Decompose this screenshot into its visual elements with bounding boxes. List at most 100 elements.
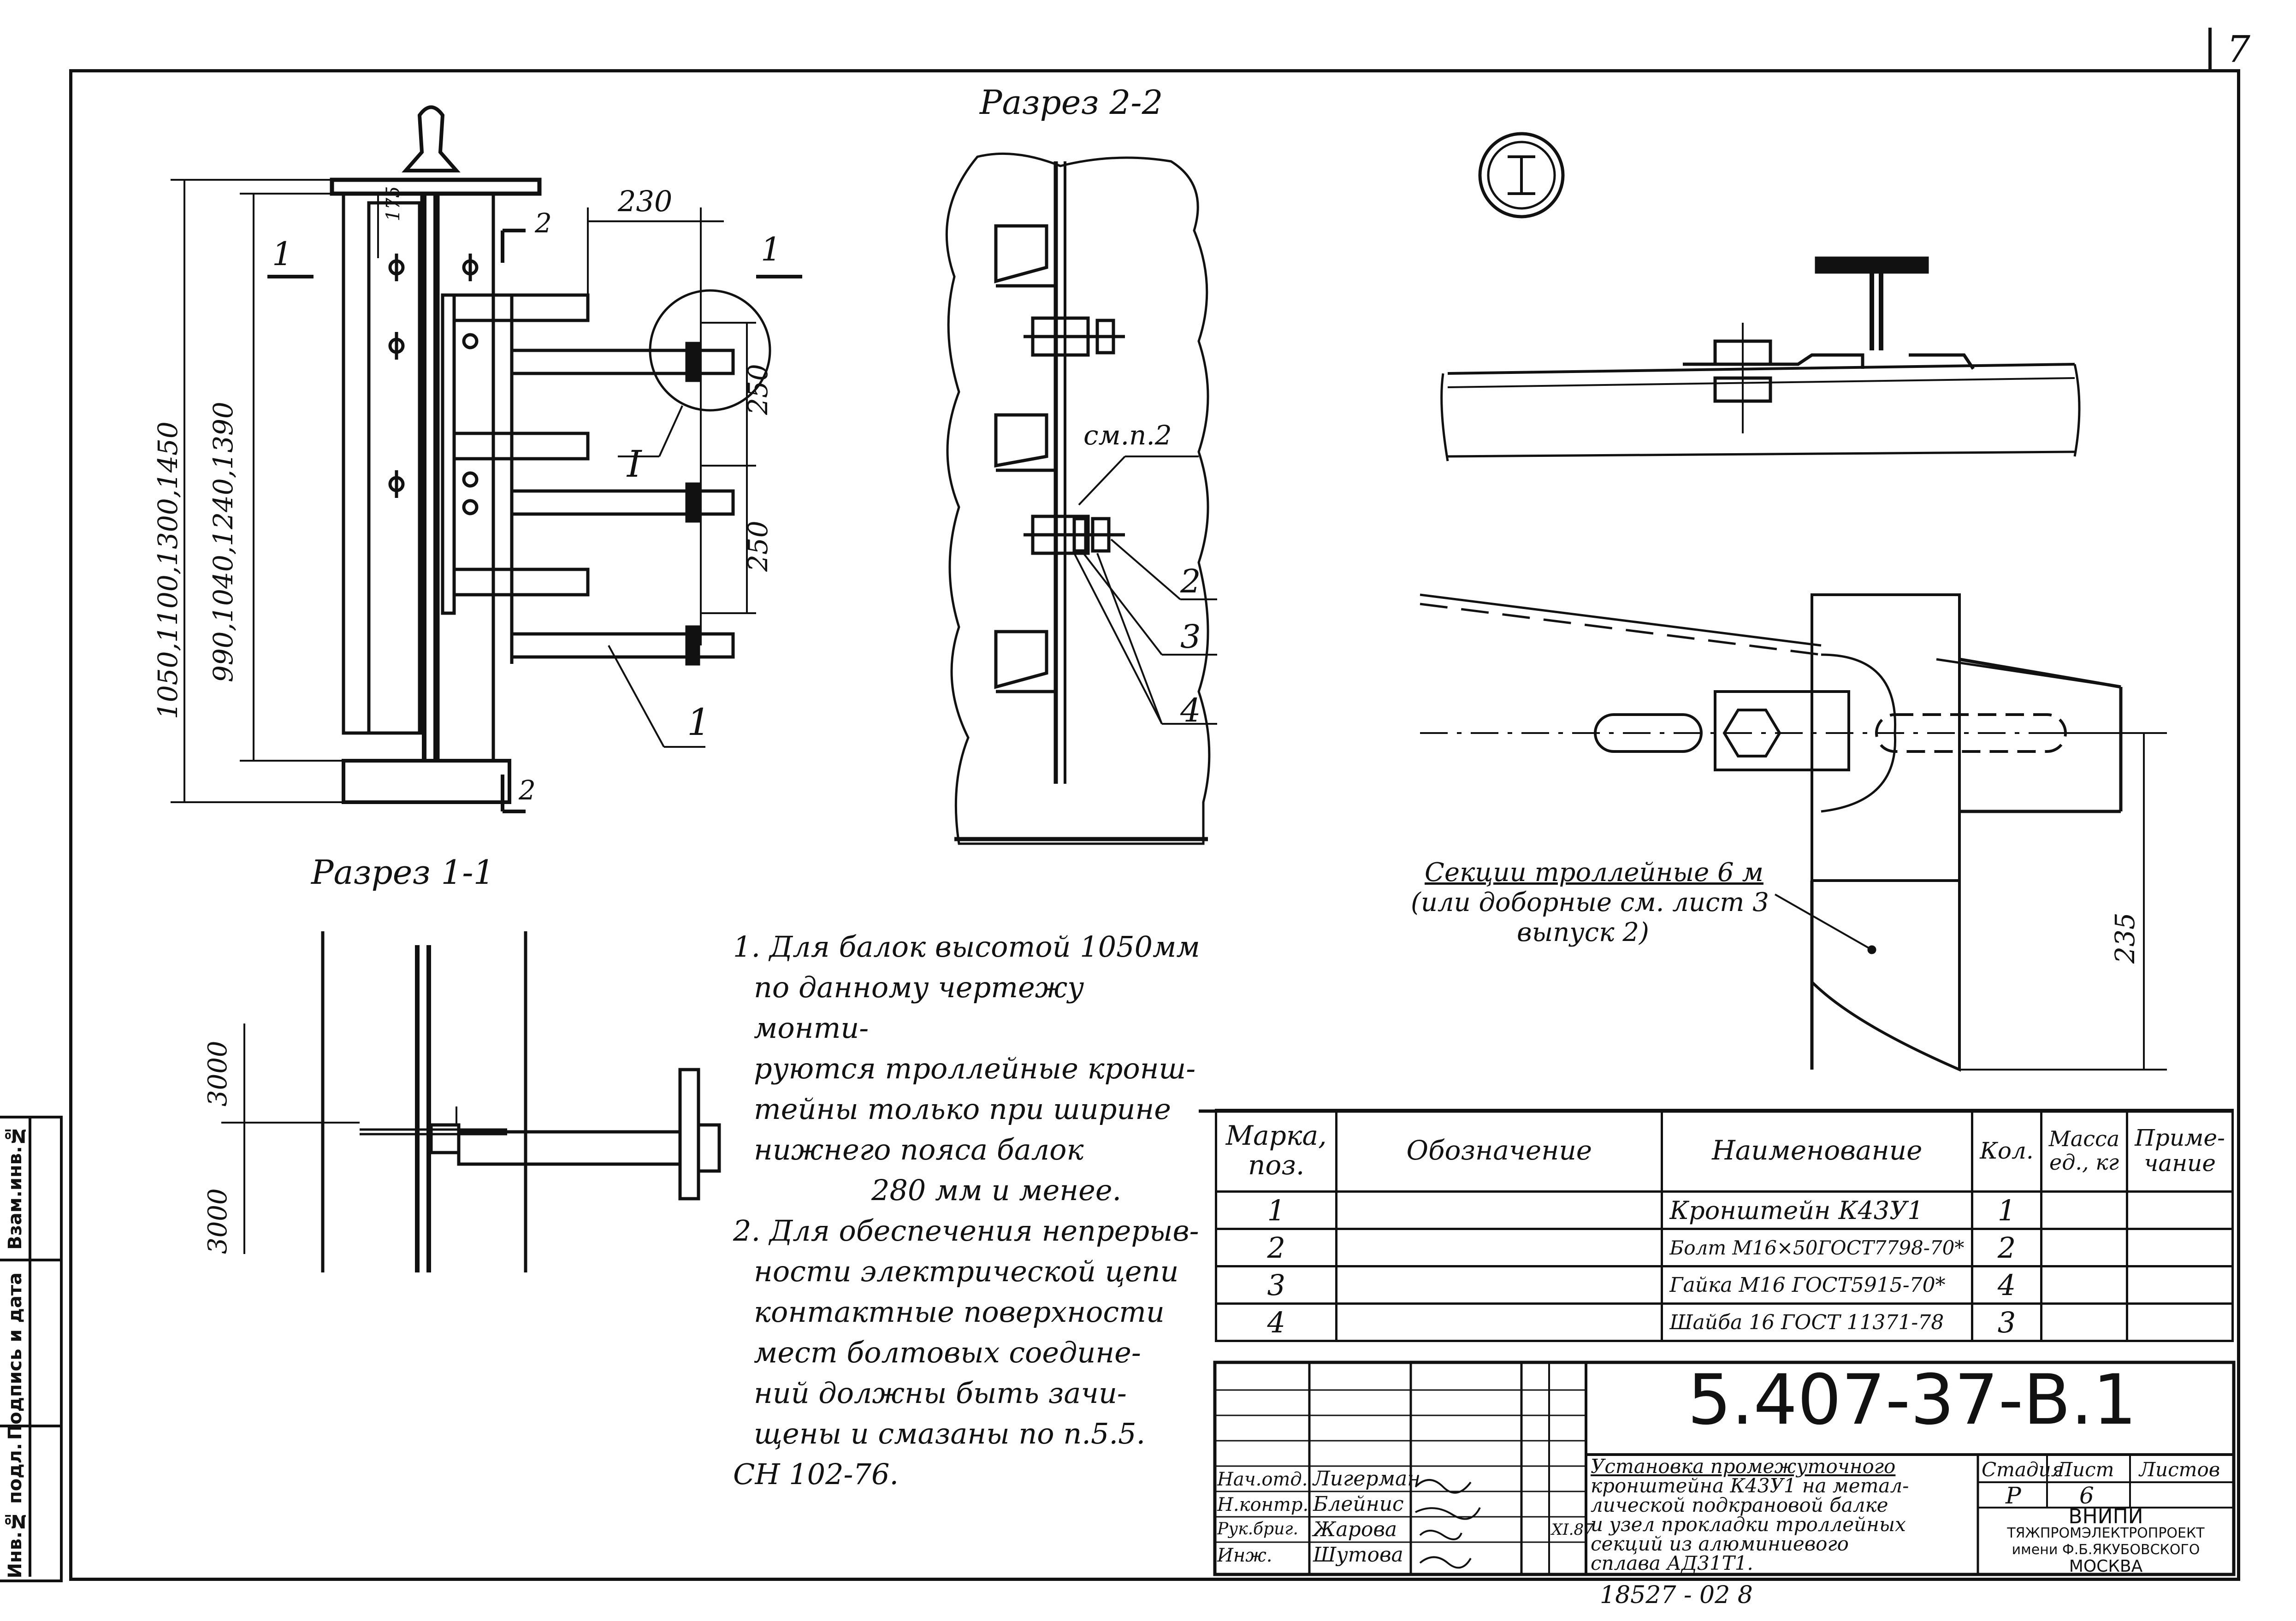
trolley-label-3: выпуск 2) [1517,917,1649,947]
notes-block: 1. Для балок высотой 1050мм по данному ч… [733,927,1203,1495]
node-callout: I [627,443,642,485]
cell-name: Шайба 16 ГОСТ 11371-78 [1661,1302,1974,1342]
beam-left-view [330,105,735,804]
note-line: нижнего пояса балок [754,1133,1084,1166]
title-line: секций из алюминиевого [1591,1532,1849,1555]
note-line: контактные поверхности [754,1295,1165,1329]
cell-note [2126,1302,2234,1342]
cell-mass [2040,1190,2129,1230]
hdr-qty: Кол. [1971,1109,2042,1193]
note-line: ности электрической цепи [754,1254,1179,1288]
cut-marks [267,229,802,813]
trolley-label-2: (или доборные см. лист 3 [1411,887,1769,917]
note-line: руются троллейные кронш- [754,1052,1196,1085]
note-line: мест болтовых соедине- [754,1336,1141,1369]
org-line: имени Ф.Б.ЯКУБОВСКОГО [2012,1542,2200,1558]
hdr-mark: Марка, поз. [1214,1109,1338,1193]
date-value: XI.87 [1551,1520,1594,1539]
cut-1-right: 1 [761,231,781,268]
cell-pos: 2 [1214,1228,1338,1267]
sheet-corner-number: 7 [2227,28,2250,71]
cell-designation [1335,1302,1663,1342]
title-line: сплава АД31Т1. [1591,1552,1753,1574]
note-line: тейны только при ширине [754,1092,1171,1126]
stage-label: Стадия [1982,1458,2064,1481]
cell-designation [1335,1228,1663,1267]
trolley-label-1: Секции троллейные 6 м [1425,858,1763,887]
cell-qty: 4 [1971,1265,2042,1305]
cell-designation [1335,1190,1663,1230]
note-line: щены и смазаны по п.5.5. [754,1417,1146,1450]
title-line: лической подкрановой балке [1591,1494,1888,1516]
pos-1: 1 [687,701,710,744]
bottom-code: 18527 - 02 8 [1600,1581,1753,1609]
role-4-name: Шутова [1313,1543,1403,1567]
cell-designation [1335,1265,1663,1305]
spec-table: Марка, поз. Обозначение Наименование Кол… [1214,1109,2234,1342]
org-line: ТЯЖПРОМЭЛЕКТРОПРОЕКТ [2007,1525,2205,1541]
pos-3: 3 [1180,618,1201,656]
title-text: Установка промежуточного кронштейна К43У… [1591,1457,1909,1573]
cut-2-bottom: 2 [519,775,536,806]
note-line: СН 102-76. [733,1457,899,1491]
note-line: по данному чертежу монти- [754,970,1084,1045]
stage-value: Р [2006,1482,2021,1509]
cell-mass [2040,1228,2129,1267]
drawing-frame [69,69,2240,1581]
node-detail [1420,132,2167,1072]
spec-header-row: Марка, поз. Обозначение Наименование Кол… [1214,1109,2234,1193]
org-line: ВНИПИ [2068,1505,2143,1528]
cell-pos: 3 [1214,1265,1338,1305]
role-3-name: Жарова [1313,1518,1397,1541]
cell-mass [2040,1302,2129,1342]
sheet-value: 6 [2079,1482,2094,1509]
section-2-title: Разрез 2-2 [980,83,1163,122]
cell-qty: 1 [1971,1190,2042,1230]
corner-box [2208,28,2212,69]
node-circle [649,289,771,412]
side-stamp-divider-v [29,1116,31,1577]
hdr-designation: Обозначение [1335,1109,1663,1193]
role-1: Нач.отд. [1217,1469,1308,1490]
cell-name: Болт М16×50ГОСТ7798-70* [1661,1228,1974,1267]
spec-row: 2 Болт М16×50ГОСТ7798-70* 2 [1214,1228,2234,1267]
pos-4: 4 [1180,692,1201,729]
role-1-name: Лигерман [1313,1467,1421,1491]
role-2-name: Блейнис [1313,1492,1404,1516]
cell-note [2126,1228,2234,1267]
sheets-label: Листов [2139,1458,2220,1481]
spec-row: 3 Гайка М16 ГОСТ5915-70* 4 [1214,1265,2234,1305]
role-2: Н.контр. [1217,1494,1309,1515]
spec-row: 4 Шайба 16 ГОСТ 11371-78 3 [1214,1302,2234,1342]
cell-pos: 4 [1214,1302,1338,1342]
organization: ВНИПИ ТЯЖПРОМЭЛЕКТРОПРОЕКТ имени Ф.Б.ЯКУ… [1978,1505,2234,1576]
cell-name: Гайка М16 ГОСТ5915-70* [1661,1265,1974,1305]
cell-mass [2040,1265,2129,1305]
cell-pos: 1 [1214,1190,1338,1230]
cell-qty: 3 [1971,1302,2042,1342]
title-line: кронштейна К43У1 на метал- [1591,1474,1909,1497]
role-4: Инж. [1217,1545,1272,1566]
cell-note [2126,1265,2234,1305]
cut-1-left: 1 [272,235,293,273]
title-line: Установка промежуточного [1591,1455,1896,1478]
see-note: см.п.2 [1083,420,1172,451]
pos-2: 2 [1180,562,1201,600]
dim-230: 230 [618,184,673,218]
hdr-name: Наименование [1661,1109,1974,1193]
role-3: Рук.бриг. [1217,1520,1298,1538]
note-line: 1. Для балок высотой 1050мм [733,930,1200,964]
spec-row: 1 Кронштейн К43У1 1 [1214,1190,2234,1230]
note-line: 280 мм и менее. [871,1173,1122,1207]
cut-2-top: 2 [535,207,552,239]
section-1-title: Разрез 1-1 [311,853,495,892]
cell-note [2126,1190,2234,1230]
org-line: МОСКВА [2069,1557,2143,1576]
left-dimensions [171,179,756,803]
side-stamp-column [0,1116,63,1582]
sheet-label: Лист [2056,1458,2114,1481]
hdr-note: Приме- чание [2126,1109,2234,1193]
note-line: ний должны быть зачи- [754,1376,1127,1410]
